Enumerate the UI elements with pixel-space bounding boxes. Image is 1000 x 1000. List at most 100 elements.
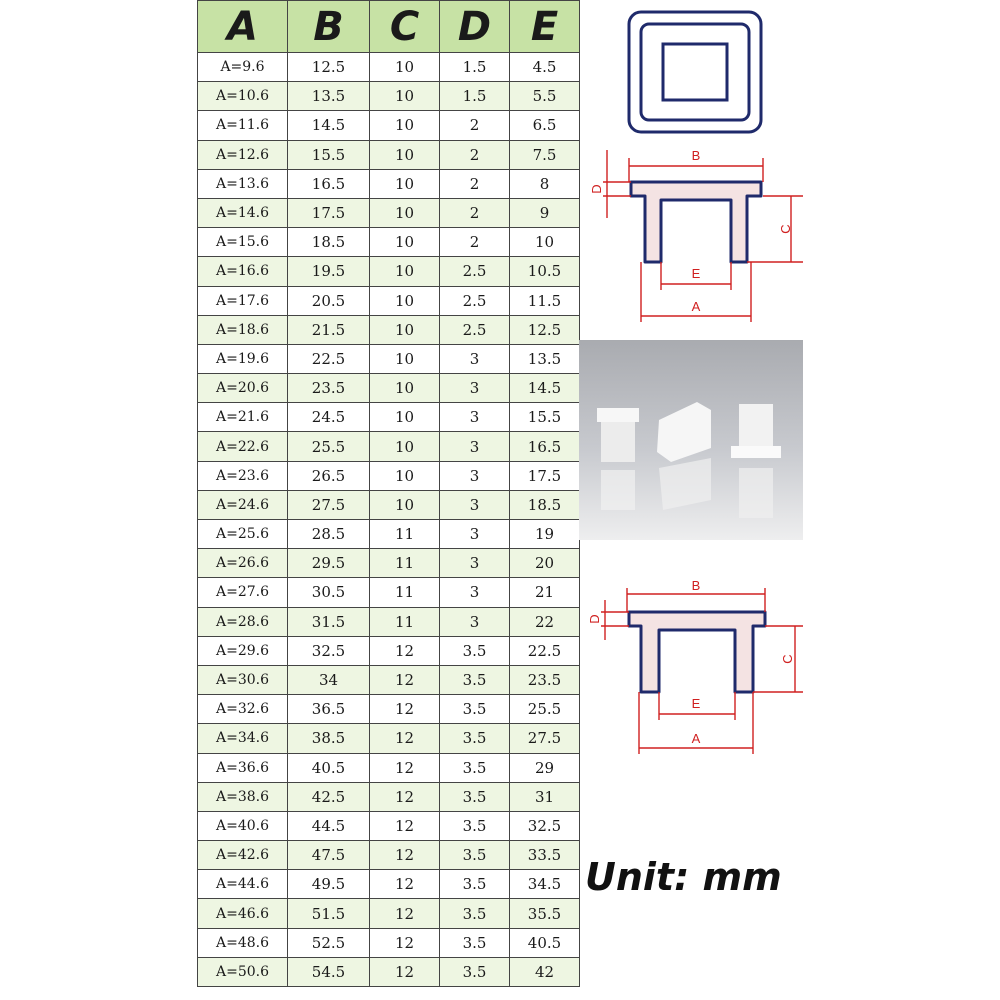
header-e: E [509, 0, 580, 53]
table-cell-d: 1.5 [439, 51, 510, 83]
table-cell-c: 10 [369, 197, 440, 229]
table-cell-e: 18.5 [509, 489, 580, 521]
dim-label-d: D [589, 184, 604, 193]
table-cell-a: A=16.6 [197, 256, 288, 287]
table-cell-c: 12 [369, 927, 440, 958]
table-cell-a: A=11.6 [197, 110, 288, 141]
table-cell-e: 8 [509, 168, 580, 199]
table-cell-e: 33.5 [509, 840, 580, 871]
table-cell-b: 31.5 [287, 606, 370, 637]
table-cell-b: 28.5 [287, 518, 370, 550]
table-cell-d: 3 [439, 548, 510, 579]
table-cell-d: 3 [439, 402, 510, 433]
table-cell-d: 3.5 [439, 898, 510, 929]
table-cell-e: 10.5 [509, 256, 580, 287]
table-cell-b: 27.5 [287, 489, 370, 521]
table-cell-b: 22.5 [287, 343, 370, 375]
table-cell-d: 3.5 [439, 869, 510, 900]
table-cell-d: 3.5 [439, 723, 510, 754]
dimension-lines-bottom [601, 588, 803, 754]
table-cell-b: 44.5 [287, 810, 370, 842]
table-cell-e: 15.5 [509, 402, 580, 433]
table-cell-a: A=28.6 [197, 606, 288, 637]
table-cell-d: 3.5 [439, 752, 510, 783]
table-cell-b: 15.5 [287, 139, 370, 170]
table-cell-a: A=30.6 [197, 664, 288, 696]
table-cell-e: 7.5 [509, 139, 580, 170]
table-cell-d: 3.5 [439, 694, 510, 725]
table-cell-c: 10 [369, 343, 440, 375]
table-cell-d: 3 [439, 460, 510, 491]
table-cell-b: 16.5 [287, 168, 370, 199]
table-cell-c: 12 [369, 781, 440, 812]
table-cell-c: 10 [369, 285, 440, 316]
table-cell-a: A=38.6 [197, 781, 288, 812]
table-cell-c: 11 [369, 577, 440, 608]
table-cell-c: 12 [369, 956, 440, 988]
table-cell-d: 2.5 [439, 314, 510, 345]
table-cell-b: 51.5 [287, 898, 370, 929]
table-cell-d: 3 [439, 577, 510, 608]
product-photo [579, 340, 803, 540]
table-cell-c: 11 [369, 548, 440, 579]
table-cell-e: 17.5 [509, 460, 580, 491]
table-cell-c: 12 [369, 869, 440, 900]
table-cell-e: 9 [509, 197, 580, 229]
table-cell-e: 40.5 [509, 927, 580, 958]
table-cell-b: 34 [287, 664, 370, 696]
dim-label-a: A [692, 299, 701, 314]
table-cell-c: 10 [369, 489, 440, 521]
table-cell-a: A=9.6 [197, 51, 288, 83]
table-cell-a: A=17.6 [197, 285, 288, 316]
table-cell-b: 17.5 [287, 197, 370, 229]
table-cell-a: A=19.6 [197, 343, 288, 375]
table-cell-a: A=48.6 [197, 927, 288, 958]
table-cell-e: 23.5 [509, 664, 580, 696]
table-cell-e: 4.5 [509, 51, 580, 83]
table-cell-d: 3 [439, 518, 510, 550]
dim-label-c-bottom: C [780, 654, 795, 663]
dim-label-e-bottom: E [692, 696, 701, 711]
table-cell-a: A=44.6 [197, 869, 288, 900]
table-cell-a: A=27.6 [197, 577, 288, 608]
table-cell-e: 22.5 [509, 635, 580, 666]
table-cell-a: A=26.6 [197, 548, 288, 579]
table-cell-d: 1.5 [439, 81, 510, 112]
table-cell-c: 10 [369, 110, 440, 141]
table-cell-d: 3 [439, 489, 510, 521]
table-cell-e: 42 [509, 956, 580, 988]
table-cell-c: 10 [369, 373, 440, 404]
table-cell-b: 40.5 [287, 752, 370, 783]
dim-label-e: E [692, 266, 701, 281]
table-cell-a: A=36.6 [197, 752, 288, 783]
header-b: B [287, 0, 370, 53]
table-cell-a: A=22.6 [197, 431, 288, 462]
table-cell-c: 10 [369, 314, 440, 345]
dim-label-b-bottom: B [692, 578, 701, 593]
table-cell-b: 47.5 [287, 840, 370, 871]
table-cell-c: 11 [369, 518, 440, 550]
table-cell-c: 12 [369, 810, 440, 842]
table-cell-e: 19 [509, 518, 580, 550]
table-cell-a: A=10.6 [197, 81, 288, 112]
table-cell-b: 52.5 [287, 927, 370, 958]
table-cell-c: 10 [369, 402, 440, 433]
table-cell-b: 49.5 [287, 869, 370, 900]
